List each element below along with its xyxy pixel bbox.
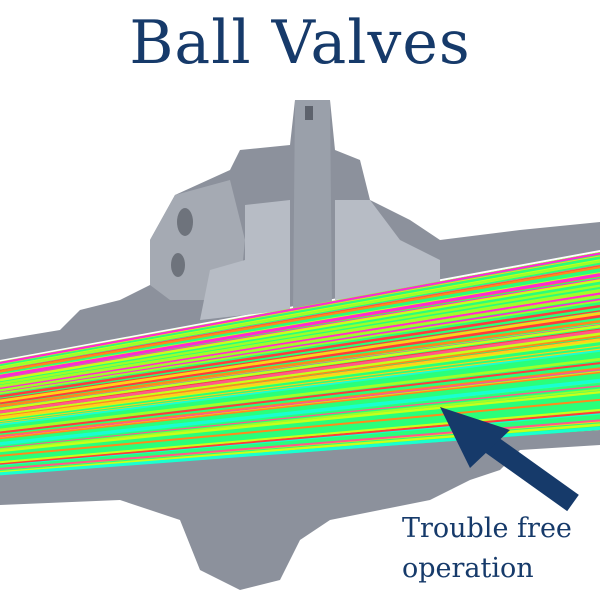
streamline — [0, 329, 600, 414]
streamline — [0, 408, 600, 464]
streamline — [0, 367, 600, 437]
streamline — [0, 388, 600, 451]
streamline — [0, 349, 600, 426]
bonnet-cut-right — [335, 200, 440, 300]
streamline — [0, 295, 600, 392]
streamline — [0, 398, 600, 457]
streamline — [0, 260, 600, 369]
streamline — [0, 319, 600, 408]
streamline — [0, 338, 600, 419]
valve-stem — [293, 100, 332, 315]
stem-slot — [305, 106, 313, 120]
streamline — [0, 382, 600, 447]
streamline — [0, 368, 600, 438]
streamline — [0, 325, 600, 411]
streamline — [0, 273, 600, 378]
streamline — [0, 357, 600, 432]
streamline — [0, 279, 600, 382]
streamlines — [0, 252, 600, 476]
flange-bolt-hole — [171, 253, 185, 277]
streamline — [0, 300, 600, 395]
streamline — [0, 390, 600, 453]
pipe-lower-wall — [0, 430, 600, 590]
annotation-line-1: Trouble free — [402, 513, 572, 544]
streamline — [0, 345, 600, 423]
arrow-icon — [440, 407, 579, 512]
streamline — [0, 332, 600, 416]
streamline — [0, 266, 600, 373]
flange-bolt-hole — [177, 208, 193, 236]
streamline — [0, 411, 600, 465]
page-title: Ball Valves — [129, 8, 471, 78]
streamline — [0, 284, 600, 385]
annotation-line-2: operation — [402, 553, 534, 584]
streamline — [0, 292, 600, 390]
streamline — [0, 314, 600, 405]
bonnet-cut — [200, 200, 290, 320]
streamline — [0, 362, 600, 434]
streamline — [0, 371, 600, 440]
streamline — [0, 310, 600, 400]
streamline — [0, 379, 600, 446]
streamline — [0, 288, 600, 388]
streamline — [0, 312, 600, 403]
streamline — [0, 270, 600, 376]
streamline — [0, 252, 600, 364]
streamline — [0, 291, 600, 388]
streamline — [0, 304, 600, 398]
streamline — [0, 256, 600, 367]
